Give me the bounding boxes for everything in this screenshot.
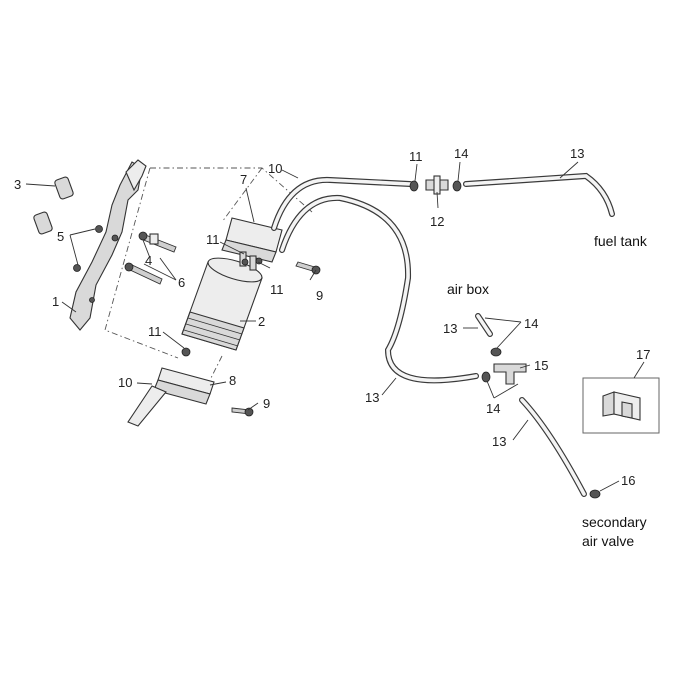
callout-13-air-box: 13 [443, 321, 457, 336]
callout-10-lower: 10 [118, 375, 132, 390]
spacer-bolts [124, 231, 177, 285]
destination-labels: fuel tank air box secondary air valve [447, 233, 648, 549]
callout-7: 7 [240, 172, 247, 187]
callout-11-filter-right: 11 [270, 282, 284, 297]
callout-11-filter-left: 11 [206, 232, 220, 247]
label-secondary-air-valve-line2: air valve [582, 533, 634, 549]
t-fitting [493, 363, 527, 385]
callout-13-main-hose: 13 [365, 390, 379, 405]
label-fuel-tank: fuel tank [594, 233, 648, 249]
callout-5: 5 [57, 229, 64, 244]
callout-9-lower: 9 [263, 396, 270, 411]
inset-box-part-17 [582, 377, 660, 434]
assembly-guide-lines [104, 167, 313, 381]
callout-2: 2 [258, 314, 265, 329]
callout-11-filter-bottom: 11 [148, 324, 162, 339]
screws [231, 261, 321, 417]
hose-fittings [409, 175, 601, 499]
fuel-filter [181, 251, 263, 357]
callout-17: 17 [636, 347, 650, 362]
mounting-bracket [69, 159, 147, 331]
rubber-bushings [33, 176, 74, 235]
callout-1: 1 [52, 294, 59, 309]
callout-labels: 3 5 1 4 6 7 2 8 9 9 10 10 11 11 11 11 12… [14, 146, 650, 488]
callout-14-lower: 14 [486, 401, 500, 416]
callout-11-hose: 11 [409, 149, 423, 164]
callout-12: 12 [430, 214, 444, 229]
callout-14-upper: 14 [454, 146, 468, 161]
leader-lines [25, 161, 645, 492]
fuel-hoses [271, 172, 615, 497]
callout-15: 15 [534, 358, 548, 373]
lower-filter-clamp [127, 367, 215, 427]
callout-9-upper: 9 [316, 288, 323, 303]
callout-6: 6 [178, 275, 185, 290]
callout-8: 8 [229, 373, 236, 388]
upper-filter-clamp [221, 217, 283, 263]
label-secondary-air-valve-line1: secondary [582, 514, 647, 530]
callout-4: 4 [145, 253, 152, 268]
callout-10-upper: 10 [268, 161, 282, 176]
callout-16: 16 [621, 473, 635, 488]
callout-13-fuel-tank: 13 [570, 146, 584, 161]
nuts [73, 225, 103, 272]
callout-3: 3 [14, 177, 21, 192]
callout-14-air-box: 14 [524, 316, 538, 331]
callout-13-secondary: 13 [492, 434, 506, 449]
label-air-box: air box [447, 281, 489, 297]
